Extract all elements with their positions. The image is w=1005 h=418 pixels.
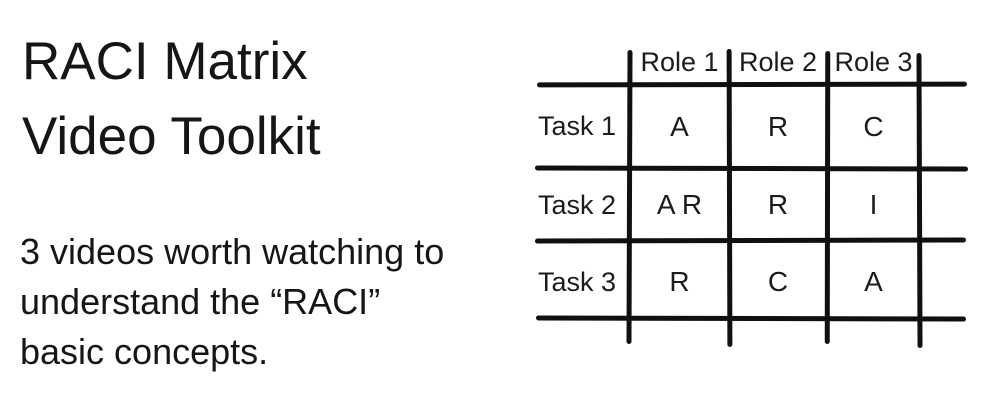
table-vertical-line [916, 52, 923, 349]
column-header-role-3: Role 3 [834, 47, 913, 77]
row-label-task-1: Task 1 [537, 111, 616, 141]
cell-task1-role2: R [767, 111, 789, 142]
cell-task2-role1: A R [656, 189, 703, 220]
cell-task2-role3: I [869, 189, 878, 220]
cell-task3-role1: R [669, 266, 690, 297]
row-label-task-3: Task 3 [537, 267, 616, 297]
page-title: RACI Matrix Video Toolkit [22, 32, 321, 166]
cell-task3-role2: C [767, 266, 789, 297]
column-header-role-2: Role 2 [738, 47, 818, 77]
cell-task2-role2: R [767, 189, 789, 220]
cell-task3-role3: A [864, 266, 883, 297]
column-header-role-1: Role 1 [640, 47, 719, 77]
page-description: 3 videos worth watching to understand th… [20, 231, 445, 372]
cell-task1-role3: C [863, 111, 884, 142]
cell-task1-role1: A [670, 111, 689, 142]
row-label-task-2: Task 2 [537, 190, 616, 220]
